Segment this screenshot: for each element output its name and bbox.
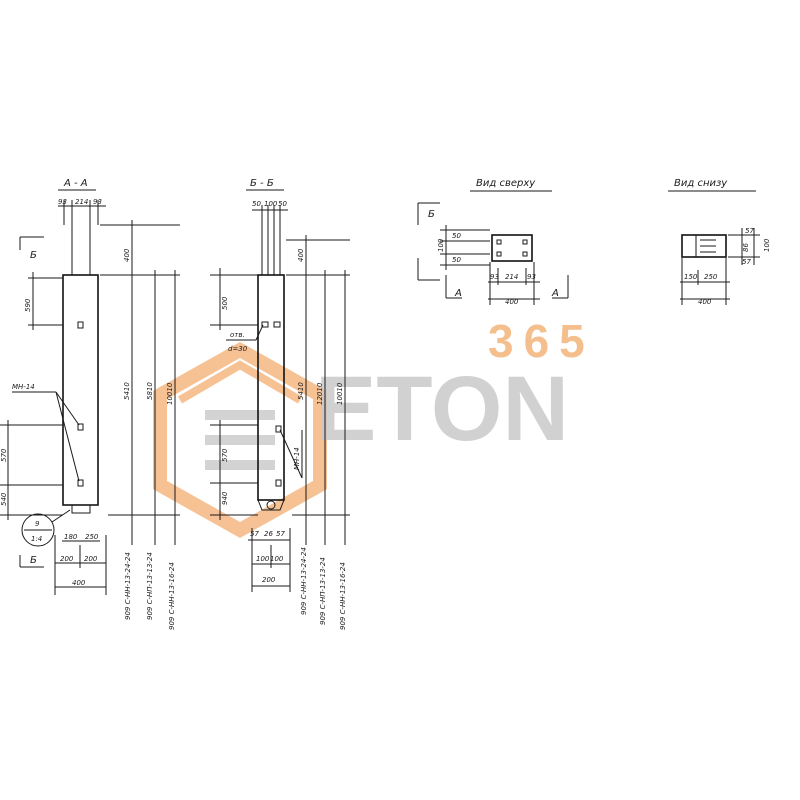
bottom-view-overall: 400 — [698, 298, 712, 306]
top-view-left-dim-2: 100 — [437, 238, 445, 252]
section-bb-title: Б - Б — [250, 178, 274, 189]
bb-hole-label-1: отв. — [230, 331, 245, 339]
aa-top-dim-1: 93 — [58, 198, 67, 206]
watermark-digits: 365 — [488, 315, 595, 367]
top-view-cut-mark: Б — [428, 209, 435, 220]
watermark-word: ETON — [315, 358, 569, 460]
bb-bottom-dim-2: 26 — [264, 530, 273, 538]
aa-left-dim-3: 540 — [0, 492, 8, 506]
aa-right-dim-1: 400 — [123, 248, 131, 262]
top-view-plan — [491, 234, 533, 262]
top-view-left-dim-1: 50 — [452, 232, 461, 240]
bb-top-dim-1: 50 — [252, 200, 261, 208]
top-view-bottom-dim-2: 214 — [505, 273, 518, 281]
bottom-view-right-dim-2: 86 — [742, 243, 750, 252]
bb-right-dim-3: 12010 — [316, 382, 324, 405]
top-view-section-mark-left: А — [454, 288, 462, 299]
bb-right-dim-1: 400 — [297, 248, 305, 262]
aa-embed-label: МН-14 — [12, 383, 35, 391]
aa-right-dim-3: 5810 — [146, 382, 154, 400]
top-view-title: Вид сверху — [476, 178, 536, 189]
top-view-bottom-dim-3: 93 — [527, 273, 536, 281]
bb-bottom-dim-4: 100 — [256, 555, 270, 563]
bottom-view-right-dim-3: 57 — [742, 258, 751, 266]
aa-series-label-1: 909 С-НН-13-24-24 — [124, 552, 132, 620]
aa-series-label-3: 909 С-НН-13-16-24 — [168, 562, 176, 630]
bottom-view: Вид снизу 57 86 57 100 150 250 400 — [668, 178, 771, 306]
section-bb: Б - Б 50 100 50 отв. d=30 500 570 — [210, 178, 350, 630]
aa-bottom-dim-5: 400 — [72, 579, 86, 587]
bb-series-label-1: 909 С-НН-13-24-24 — [300, 547, 308, 615]
top-view-bottom-dim-1: 93 — [490, 273, 499, 281]
bb-top-dim-3: 50 — [278, 200, 287, 208]
bb-right-dim-2: 5410 — [297, 382, 305, 400]
bb-right-dim-4: 10010 — [336, 382, 344, 405]
aa-left-dim-1: 590 — [24, 298, 32, 312]
bb-bottom-dim-5: 100 — [270, 555, 284, 563]
section-aa-title: А - А — [63, 178, 88, 189]
bottom-view-plan — [681, 234, 727, 258]
bb-bottom-dim-3: 57 — [276, 530, 285, 538]
aa-column-body — [62, 274, 99, 506]
aa-cut-mark-top: Б — [30, 250, 37, 261]
aa-bottom-dim-2: 250 — [85, 533, 99, 541]
bb-hole-label-2: d=30 — [228, 345, 248, 353]
bb-series-label-3: 909 С-НН-13-16-24 — [339, 562, 347, 630]
bb-column-body — [257, 274, 285, 501]
bb-left-dim-3: 940 — [221, 491, 229, 505]
aa-series-label-2: 909 С-НП-13-13-24 — [146, 552, 154, 620]
bb-bottom-dim-6: 200 — [262, 576, 276, 584]
bb-bottom-dim-1: 57 — [250, 530, 259, 538]
bottom-view-bottom-dim-2: 250 — [704, 273, 718, 281]
bottom-view-title: Вид снизу — [674, 178, 728, 189]
aa-callout-top: 9 — [35, 520, 40, 528]
top-view-left-dim-3: 50 — [452, 256, 461, 264]
watermark-hexagon-logo — [153, 341, 327, 539]
aa-top-dim-2: 214 — [75, 198, 88, 206]
top-view-section-mark-right: А — [551, 288, 559, 299]
aa-bottom-dim-4: 200 — [84, 555, 98, 563]
section-aa: А - А 93 214 93 Б Б 590 — [0, 178, 180, 630]
aa-bottom-dim-1: 180 — [64, 533, 78, 541]
aa-callout-bottom: 1:4 — [31, 535, 42, 543]
bb-left-dim-1: 500 — [221, 296, 229, 310]
top-view: Вид сверху Б 50 100 50 93 214 93 400 — [417, 178, 569, 306]
bottom-view-right-dim-4: 100 — [763, 238, 771, 252]
bb-top-dim-2: 100 — [264, 200, 278, 208]
aa-bottom-dim-3: 200 — [60, 555, 74, 563]
bottom-view-right-dim-1: 57 — [745, 227, 754, 235]
bb-series-label-2: 909 С-НП-13-13-24 — [319, 557, 327, 625]
aa-top-dim-3: 93 — [93, 198, 102, 206]
watermark: 365 ETON — [153, 315, 595, 539]
bottom-view-bottom-dim-1: 150 — [684, 273, 698, 281]
bb-embed-label: МН-14 — [293, 447, 301, 470]
bb-left-dim-2: 570 — [221, 448, 229, 462]
top-view-overall: 400 — [505, 298, 519, 306]
aa-cut-mark-bottom: Б — [30, 555, 37, 566]
aa-left-dim-2: 570 — [0, 448, 8, 462]
aa-right-dim-4: 10010 — [166, 382, 174, 405]
aa-callout-circle — [21, 513, 55, 547]
aa-right-dim-2: 5410 — [123, 382, 131, 400]
